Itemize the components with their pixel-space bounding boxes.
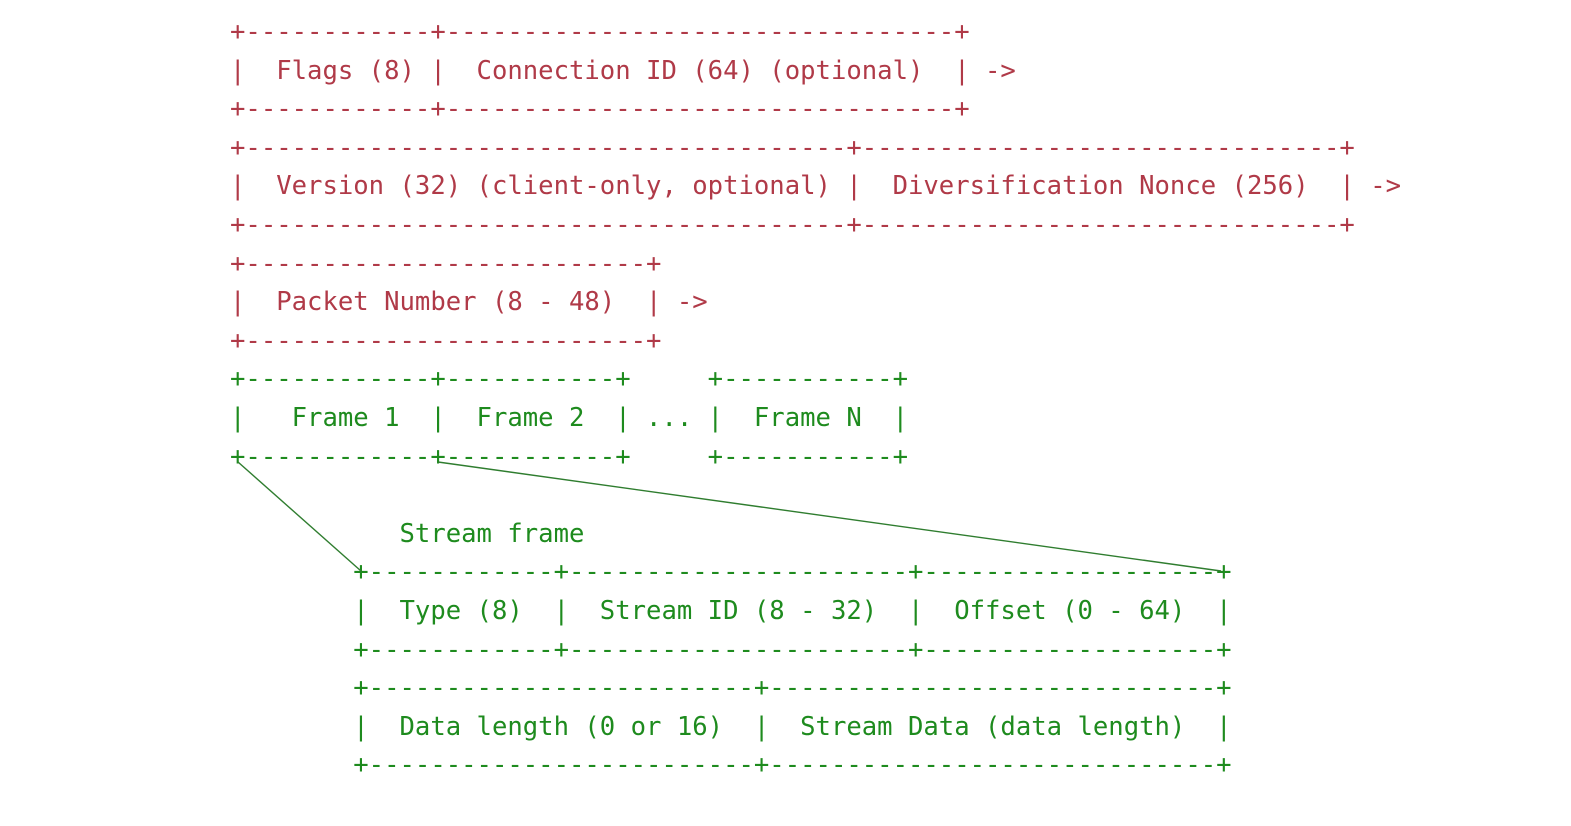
diagram-text: +------------+--------------------------… — [230, 13, 1401, 785]
public-packet-header-ascii: +------------+--------------------------… — [230, 17, 1402, 356]
stream-frame-ascii: +------------+-----------+ +-----------+… — [230, 364, 1232, 781]
